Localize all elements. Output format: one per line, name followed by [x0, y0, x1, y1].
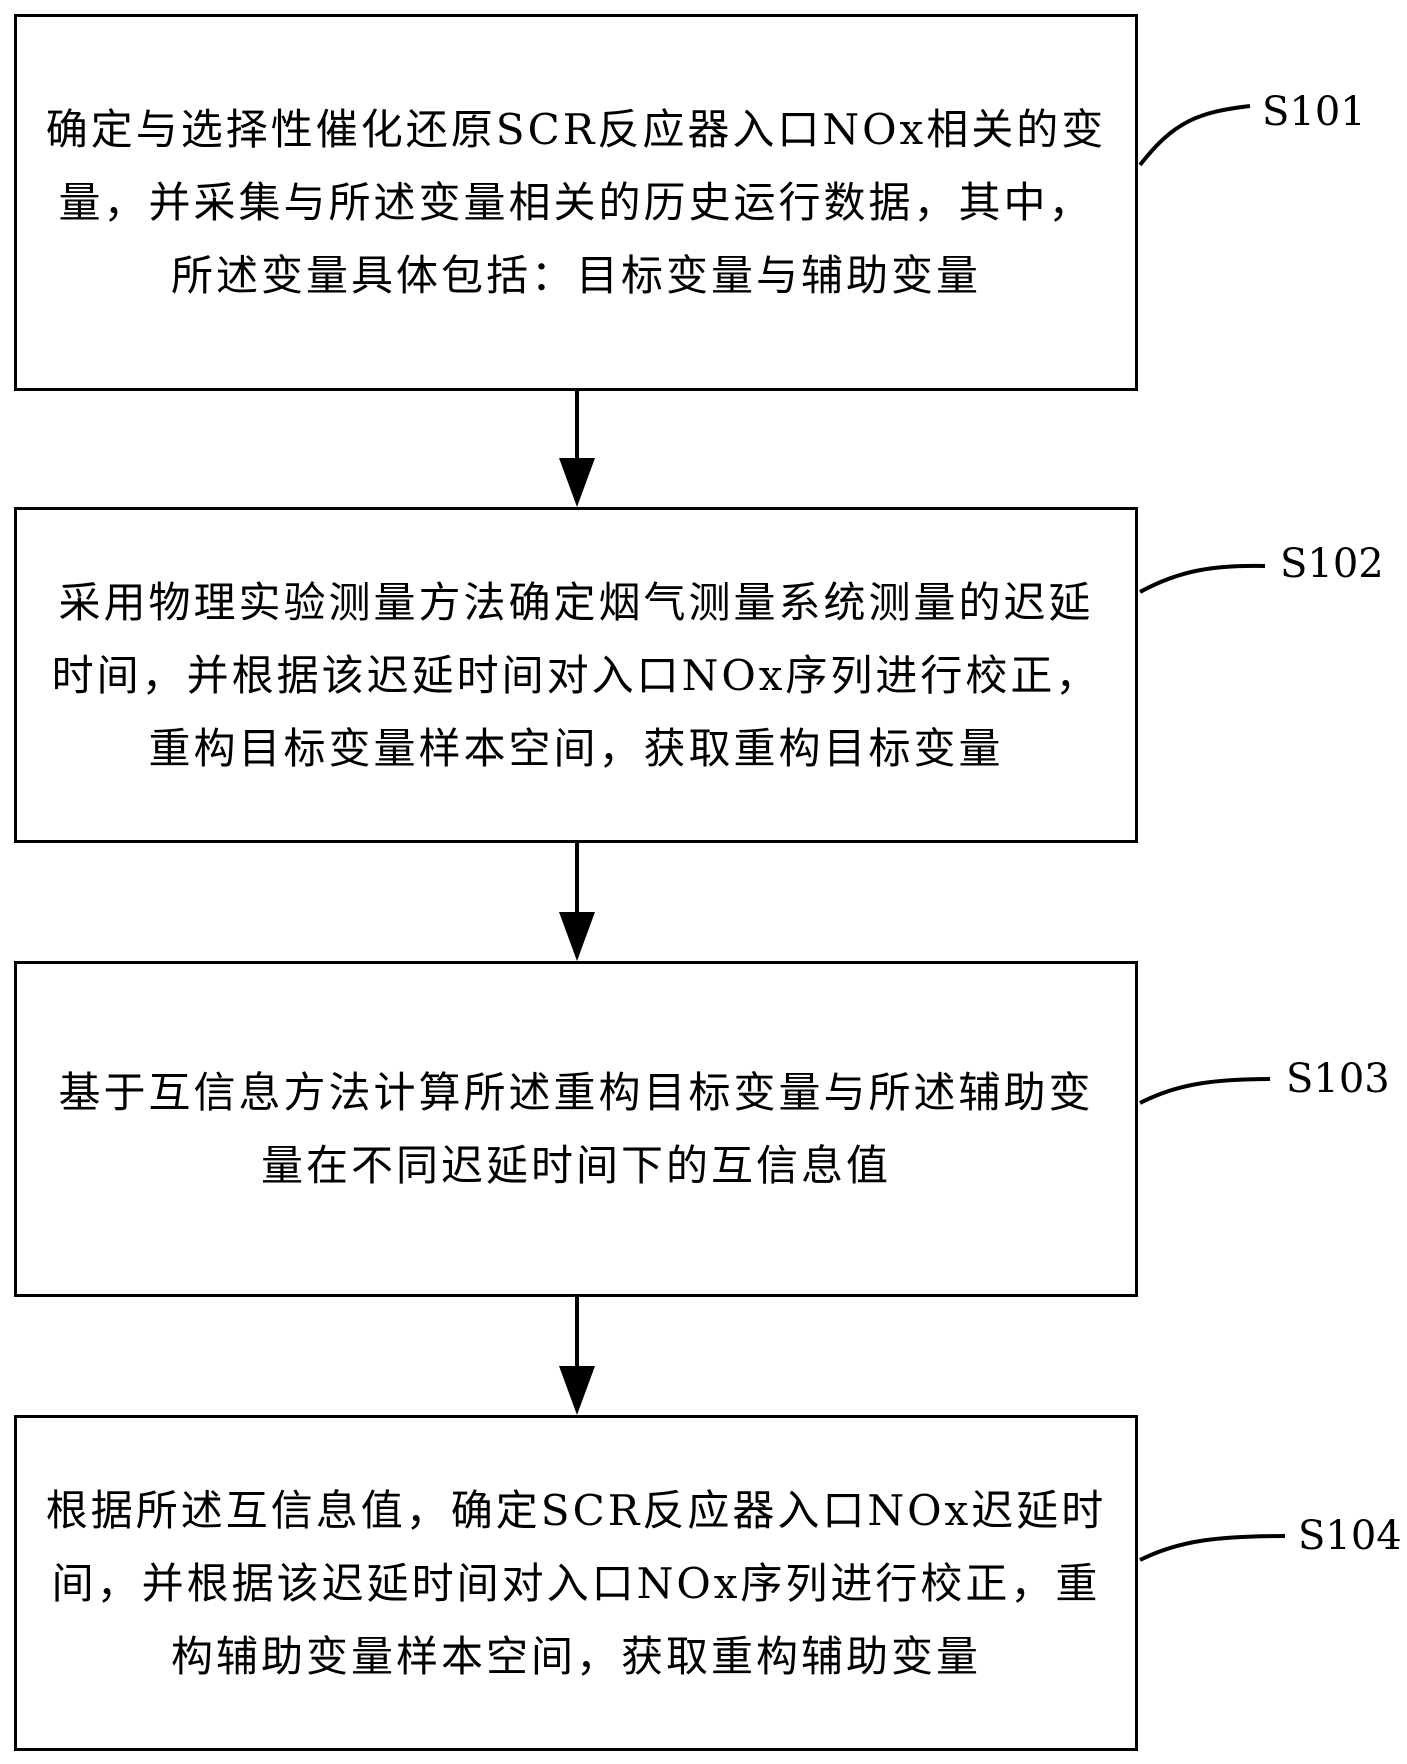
step-label-s102: S102: [1280, 541, 1384, 587]
step-box-s102: 采用物理实验测量方法确定烟气测量系统测量的迟延时间，并根据该迟延时间对入口NOx…: [14, 507, 1138, 843]
step-label-s103: S103: [1286, 1056, 1390, 1102]
step-text-s102: 采用物理实验测量方法确定烟气测量系统测量的迟延时间，并根据该迟延时间对入口NOx…: [51, 577, 1101, 773]
leader-line-s102: [1139, 563, 1266, 594]
step-box-s103: 基于互信息方法计算所述重构目标变量与所述辅助变量在不同迟延时间下的互信息值: [14, 961, 1138, 1297]
flow-arrow-1-2: [559, 391, 595, 507]
leader-line-s104: [1139, 1534, 1286, 1562]
step-label-s104: S104: [1298, 1513, 1402, 1559]
leader-line-s103: [1139, 1077, 1271, 1105]
step-box-s104: 根据所述互信息值，确定SCR反应器入口NOx迟延时间，并根据该迟延时间对入口NO…: [14, 1415, 1138, 1751]
step-text-s104: 根据所述互信息值，确定SCR反应器入口NOx迟延时间，并根据该迟延时间对入口NO…: [45, 1485, 1107, 1681]
leader-line-s101: [1138, 104, 1251, 167]
step-text-s103: 基于互信息方法计算所述重构目标变量与所述辅助变量在不同迟延时间下的互信息值: [58, 1068, 1094, 1190]
flow-arrow-2-3: [559, 843, 595, 961]
flow-arrow-3-4: [559, 1297, 595, 1415]
step-label-s101: S101: [1262, 89, 1366, 135]
step-text-s101: 确定与选择性催化还原SCR反应器入口NOx相关的变量，并采集与所述变量相关的历史…: [45, 105, 1107, 300]
step-box-s101: 确定与选择性催化还原SCR反应器入口NOx相关的变量，并采集与所述变量相关的历史…: [14, 14, 1138, 391]
